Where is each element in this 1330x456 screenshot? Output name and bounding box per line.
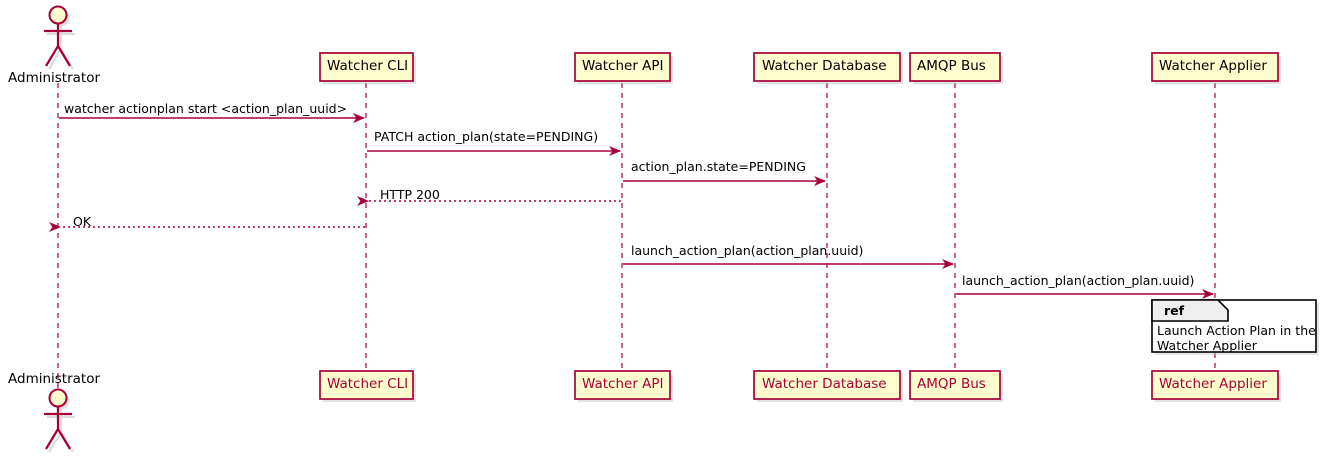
ref-fragment-tag: ref (1164, 303, 1185, 318)
message-label-msg-3: action_plan.state=PENDING (631, 159, 806, 174)
participant-label-watcher-database-bottom: Watcher Database (762, 376, 887, 392)
ref-tag-pentagon (1151, 299, 1229, 322)
ref-fragment-text: Launch Action Plan in the Watcher Applie… (1157, 323, 1316, 353)
message-label-msg-1: watcher actionplan start <action_plan_uu… (64, 101, 348, 116)
actor-label-administrator-bottom: Administrator (8, 371, 101, 387)
lifelines-group (57, 83, 1216, 404)
participant-label-amqp-bus-bottom: AMQP Bus (917, 376, 986, 392)
participant-label-watcher-api-top: Watcher API (582, 58, 664, 74)
participant-boxes-bottom (319, 370, 1281, 402)
participant-label-amqp-bus-top: AMQP Bus (917, 58, 986, 74)
participant-label-watcher-api-bottom: Watcher API (582, 376, 664, 392)
ref-fragment-shape (1151, 299, 1319, 355)
participant-label-watcher-cli-bottom: Watcher CLI (327, 376, 409, 392)
actor-label-administrator-top: Administrator (8, 70, 101, 86)
message-label-msg-5: OK (73, 214, 92, 229)
message-arrows-group (49, 113, 1214, 299)
actor-administrator-bottom (44, 388, 75, 453)
participant-label-watcher-applier-bottom: Watcher Applier (1159, 376, 1267, 392)
actor-administrator-top (44, 5, 75, 70)
message-label-msg-2: PATCH action_plan(state=PENDING) (374, 129, 599, 144)
participant-label-watcher-cli-top: Watcher CLI (327, 58, 409, 74)
message-label-msg-4: HTTP 200 (380, 187, 440, 202)
message-label-msg-6: launch_action_plan(action_plan.uuid) (631, 243, 864, 258)
message-label-msg-7: launch_action_plan(action_plan.uuid) (962, 273, 1195, 288)
participant-label-watcher-database-top: Watcher Database (762, 58, 887, 74)
participant-label-watcher-applier-top: Watcher Applier (1159, 58, 1267, 74)
participant-boxes-top (319, 52, 1281, 84)
